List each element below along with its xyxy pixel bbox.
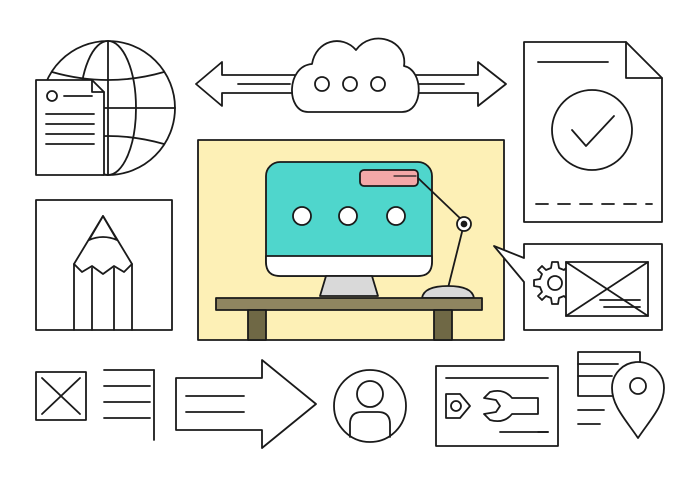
user-profile-icon xyxy=(333,369,407,443)
desk-leg xyxy=(433,309,453,341)
approved-document-icon xyxy=(523,41,663,223)
tools-wrench-icon xyxy=(435,365,559,447)
sticky-note xyxy=(359,169,419,187)
workspace-computer-icon xyxy=(197,139,505,341)
location-card-icon xyxy=(577,351,665,439)
desk-lamp xyxy=(417,177,475,299)
screen-dot xyxy=(292,206,312,226)
screen-dot xyxy=(338,206,358,226)
checkbox-list-icon xyxy=(35,369,155,441)
nut-icon xyxy=(445,393,471,419)
desk-leg xyxy=(247,309,267,341)
pencil-icon xyxy=(35,199,173,331)
location-pin-icon xyxy=(611,361,665,439)
settings-mail-bubble-icon xyxy=(493,243,663,331)
cloud-sync-icon xyxy=(195,37,507,113)
wrench-icon xyxy=(483,389,539,423)
desk-top xyxy=(215,297,483,311)
globe-with-id-card-icon xyxy=(35,40,176,176)
arrow-right-icon xyxy=(175,359,317,449)
screen-dot xyxy=(386,206,406,226)
